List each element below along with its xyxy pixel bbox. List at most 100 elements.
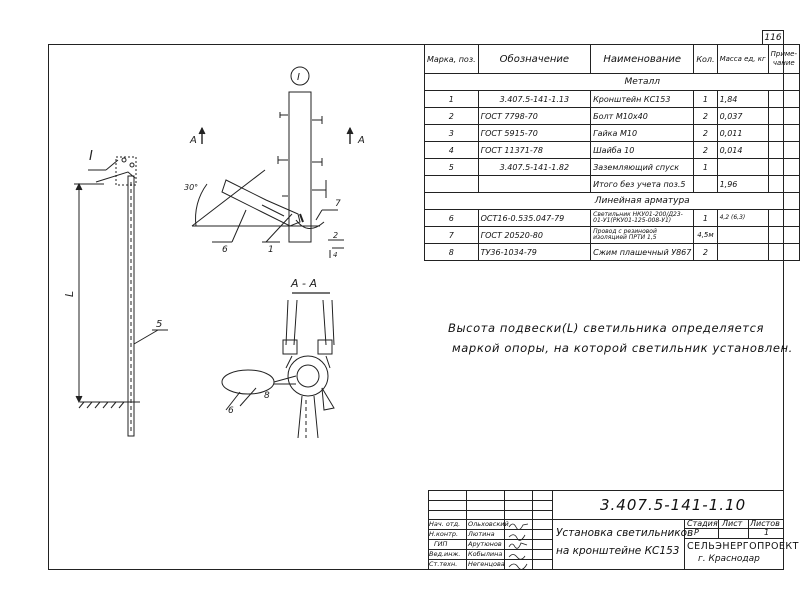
cell-qty: 1: [693, 158, 718, 176]
cell-mass: 0,037: [716, 107, 769, 125]
callout-6-detail: 6: [222, 245, 228, 255]
cell-note: [767, 226, 800, 244]
cell-note: [767, 158, 800, 176]
cell-designation: ГОСТ 7798-70: [477, 107, 592, 125]
cell-qty: 2: [693, 141, 718, 159]
section-metal-label: Металл: [590, 73, 694, 91]
section-A-A-view: [221, 292, 335, 439]
sig-name: Лютина: [468, 530, 495, 538]
total-row: Итого без учета поз.5 1,96: [424, 175, 800, 193]
cell-pos: 6: [424, 209, 479, 227]
cell-name: Провод с резиновой изоляцией ПРТИ 1,5: [590, 226, 695, 244]
header-mass: Масса ед, кг: [716, 44, 769, 74]
cell-designation: ГОСТ 20520-80: [477, 226, 592, 244]
cell-mass: [716, 158, 769, 176]
sig-name: Негенцова: [468, 560, 505, 568]
header-qty: Кол.: [693, 44, 718, 74]
cell-qty: 1: [693, 209, 718, 227]
header-note: Приме- чание: [767, 44, 800, 74]
cell-designation: 3.407.5-141-1.13: [477, 90, 592, 108]
cell-pos: 5: [424, 158, 479, 176]
table-row: 5 3.407.5-141-1.82 Заземляющий спуск 1: [424, 158, 800, 176]
cell-mass: 1,84: [716, 90, 769, 108]
section-title: А - А: [290, 277, 317, 290]
section-mark-left: А: [189, 135, 197, 146]
header-name: Наименование: [590, 44, 695, 74]
callout-7-detail: 7: [335, 199, 341, 209]
cell-qty: 1: [693, 90, 718, 108]
cell-designation: ГОСТ 11371-78: [477, 141, 592, 159]
pole-general-view: [74, 156, 168, 437]
cell-mass: 0,014: [716, 141, 769, 159]
spec-header-row: Марка, поз. Обозначение Наименование Кол…: [424, 44, 800, 74]
callout-5-top: 5: [156, 319, 162, 330]
cell-note: [767, 141, 800, 159]
sig-role: ГИП: [434, 540, 448, 548]
cell-designation: ГОСТ 5915-70: [477, 124, 592, 142]
cell-pos: 1: [424, 90, 479, 108]
cell-name: Гайка М10: [590, 124, 695, 142]
note-line-1: Высота подвески(L) светильника определяе…: [448, 321, 765, 335]
sheets-value: 1: [764, 528, 770, 537]
stage-label: Стадия: [687, 519, 718, 528]
cell-qty: 2: [693, 107, 718, 125]
sheet-label: Лист: [722, 519, 743, 528]
sig-name: Ольховский: [468, 520, 509, 528]
cell-mass: [716, 226, 769, 244]
cell-name: Болт М10х40: [590, 107, 695, 125]
angle-label: 30°: [184, 183, 198, 192]
cell-pos: 4: [424, 141, 479, 159]
drawing-title-line-2: на кронштейне КС153: [556, 545, 680, 557]
section-row-fittings: Линейная арматура: [424, 192, 800, 210]
cell-qty: 4,5м: [693, 226, 718, 244]
sheets-label: Листов: [750, 519, 780, 528]
cell-pos: 7: [424, 226, 479, 244]
cell-pos: 8: [424, 243, 479, 261]
cell-note: [767, 107, 800, 125]
drawing-title-line-1: Установка светильников: [556, 527, 694, 539]
table-row: 7 ГОСТ 20520-80 Провод с резиновой изоля…: [424, 226, 800, 244]
callout-1-detail: 1: [268, 245, 274, 255]
note-line-2: маркой опоры, на которой светильник уста…: [452, 341, 793, 355]
header-mark: Марка, поз.: [424, 44, 479, 74]
cell-designation: ТУ36-1034-79: [477, 243, 592, 261]
sig-name: Кобылина: [468, 550, 503, 558]
total-label: Итого без учета поз.5: [590, 175, 695, 193]
table-row: 3 ГОСТ 5915-70 Гайка М10 2 0,011: [424, 124, 800, 142]
section-fittings-label: Линейная арматура: [590, 192, 694, 210]
detail-circle-label: I: [297, 72, 300, 83]
specification-table: Марка, поз. Обозначение Наименование Кол…: [424, 44, 800, 261]
table-row: 6 ОСТ16-0.535.047-79 Светильник НКУ01-20…: [424, 209, 800, 227]
document-code: 3.407.5-141-1.10: [600, 496, 747, 514]
view-I-label: I: [89, 149, 93, 164]
header-designation: Обозначение: [477, 44, 592, 74]
cell-note: [767, 90, 800, 108]
cell-name: Кронштейн КС153: [590, 90, 695, 108]
handwritten-signatures: [508, 523, 529, 570]
cell-designation: ОСТ16-0.535.047-79: [477, 209, 592, 227]
cell-mass: [716, 243, 769, 261]
callout-2-detail: 2: [333, 231, 338, 240]
cell-pos: 3: [424, 124, 479, 142]
cell-qty: 2: [693, 243, 718, 261]
callout-6-section: 6: [228, 406, 234, 416]
cell-note: [767, 243, 800, 261]
sig-role: Ст.техн.: [429, 560, 458, 568]
table-row: 4 ГОСТ 11371-78 Шайба 10 2 0,014: [424, 141, 800, 159]
title-block: 3.407.5-141-1.10 Установка светильников …: [428, 490, 798, 570]
cell-name: Сжим плашечный У867: [590, 243, 695, 261]
sig-name: Арутюнов: [468, 540, 502, 548]
cell-name: Заземляющий спуск: [590, 158, 695, 176]
cell-mass: 4,2 (6,3): [716, 209, 769, 227]
cell-pos: 2: [424, 107, 479, 125]
sig-role: Вед.инж.: [429, 550, 461, 558]
callout-4-detail: 4: [333, 251, 337, 259]
section-mark-right: А: [357, 135, 365, 146]
table-row: 8 ТУ36-1034-79 Сжим плашечный У867 2: [424, 243, 800, 261]
sig-role: Н.контр.: [429, 530, 459, 538]
cell-designation: 3.407.5-141-1.82: [477, 158, 592, 176]
total-mass: 1,96: [716, 175, 769, 193]
organization-name: СЕЛЬЭНЕРГОПРОЕКТ: [687, 541, 799, 552]
